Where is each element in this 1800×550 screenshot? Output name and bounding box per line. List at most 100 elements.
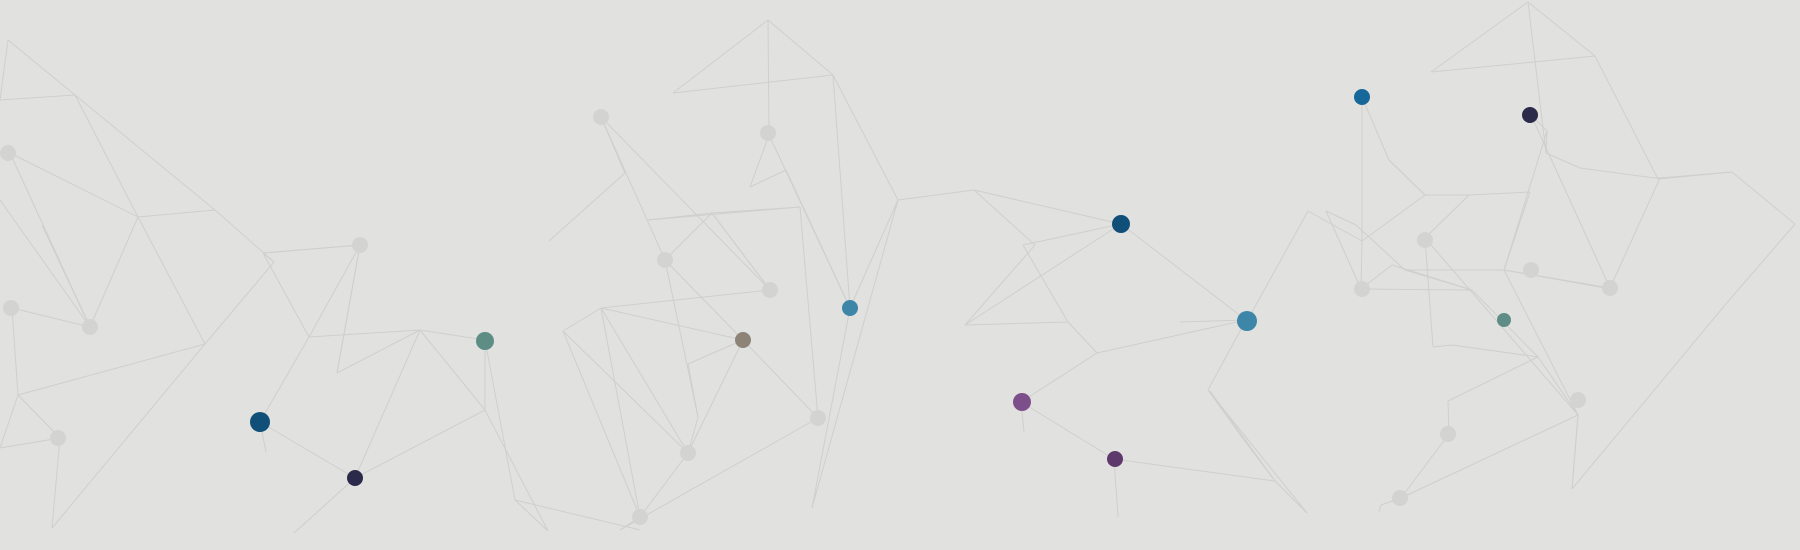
connection-line bbox=[1246, 210, 1309, 322]
connection-line bbox=[799, 206, 819, 419]
connection-line bbox=[711, 206, 801, 214]
connection-line bbox=[74, 94, 139, 218]
colored-node-teal-blue bbox=[842, 300, 858, 316]
connection-line bbox=[832, 74, 851, 309]
gray-node bbox=[1570, 392, 1586, 408]
connection-line bbox=[1503, 130, 1548, 271]
gray-node bbox=[1602, 280, 1618, 296]
connection-line bbox=[1067, 321, 1098, 354]
connection-line bbox=[0, 199, 91, 328]
connection-line bbox=[1424, 237, 1434, 348]
connection-lines bbox=[0, 1, 1796, 534]
connection-line bbox=[562, 330, 689, 454]
connection-line bbox=[484, 339, 516, 501]
connection-line bbox=[672, 19, 769, 94]
connection-line bbox=[1113, 458, 1119, 518]
gray-node bbox=[50, 430, 66, 446]
connection-line bbox=[1503, 191, 1531, 271]
connection-line bbox=[51, 343, 206, 529]
connection-line bbox=[1579, 167, 1656, 179]
colored-node-navy bbox=[1112, 215, 1130, 233]
connection-line bbox=[89, 216, 139, 328]
connection-line bbox=[811, 199, 899, 509]
connection-line bbox=[1503, 269, 1579, 416]
connection-line bbox=[204, 261, 275, 345]
connection-line bbox=[308, 329, 421, 338]
gray-node bbox=[3, 300, 19, 316]
connection-line bbox=[811, 307, 851, 509]
gray-node bbox=[1440, 426, 1456, 442]
connection-line bbox=[1724, 223, 1796, 306]
connection-line bbox=[1361, 96, 1390, 161]
connection-line bbox=[664, 259, 744, 341]
connection-line bbox=[1355, 224, 1406, 271]
connection-line bbox=[0, 94, 76, 101]
connection-line bbox=[687, 339, 744, 454]
connection-line bbox=[1179, 319, 1247, 323]
connection-line bbox=[1120, 223, 1247, 321]
connection-line bbox=[1451, 344, 1539, 358]
connection-line bbox=[600, 307, 641, 518]
connection-line bbox=[1468, 191, 1531, 196]
connection-line bbox=[0, 437, 61, 449]
connection-line bbox=[711, 212, 771, 291]
connection-line bbox=[9, 152, 139, 218]
connection-line bbox=[1530, 114, 1611, 289]
connection-line bbox=[964, 244, 1036, 326]
connection-line bbox=[1325, 210, 1357, 226]
colored-node-blue bbox=[1354, 89, 1370, 105]
connection-line bbox=[51, 437, 61, 529]
colored-node-taupe bbox=[735, 332, 751, 348]
connection-line bbox=[1545, 152, 1581, 169]
gray-node bbox=[657, 252, 673, 268]
connection-line bbox=[74, 94, 216, 211]
connection-line bbox=[1424, 194, 1470, 239]
connection-line bbox=[41, 224, 91, 328]
connection-line bbox=[484, 409, 549, 532]
connection-line bbox=[1096, 319, 1247, 354]
gray-node bbox=[810, 410, 826, 426]
connection-line bbox=[17, 343, 206, 396]
connection-line bbox=[767, 19, 770, 136]
connection-line bbox=[600, 116, 666, 261]
gray-node bbox=[1392, 490, 1408, 506]
colored-node-sage bbox=[476, 332, 494, 350]
connection-line bbox=[1360, 240, 1363, 290]
connection-line bbox=[1571, 304, 1726, 490]
connection-line bbox=[1400, 414, 1579, 499]
connection-line bbox=[259, 336, 310, 423]
gray-node bbox=[762, 282, 778, 298]
connection-line bbox=[336, 329, 421, 374]
connection-line bbox=[1527, 1, 1596, 57]
connection-line bbox=[1207, 389, 1245, 441]
connection-line bbox=[619, 417, 819, 531]
gray-node bbox=[760, 125, 776, 141]
connection-line bbox=[964, 321, 1069, 326]
network-nodes bbox=[0, 89, 1618, 525]
connection-line bbox=[600, 307, 689, 454]
connection-line bbox=[1022, 223, 1122, 246]
connection-line bbox=[562, 307, 602, 332]
connection-line bbox=[1022, 244, 1069, 323]
gray-node bbox=[593, 109, 609, 125]
connection-line bbox=[849, 199, 899, 309]
connection-line bbox=[259, 421, 356, 479]
connection-line bbox=[562, 330, 641, 518]
connection-line bbox=[1400, 433, 1450, 499]
connection-line bbox=[1447, 356, 1539, 402]
colored-node-sage bbox=[1497, 313, 1511, 327]
gray-node bbox=[1417, 232, 1433, 248]
connection-line bbox=[600, 116, 771, 291]
colored-node-dark-purple bbox=[1107, 451, 1123, 467]
connection-line bbox=[973, 189, 1122, 225]
connection-line bbox=[639, 452, 689, 518]
gray-node bbox=[1354, 281, 1370, 297]
gray-node bbox=[82, 319, 98, 335]
connection-line bbox=[1430, 55, 1596, 73]
connection-line bbox=[687, 339, 744, 365]
connection-line bbox=[664, 259, 699, 418]
connection-line bbox=[832, 74, 899, 201]
connection-line bbox=[137, 209, 216, 218]
connection-line bbox=[1274, 480, 1308, 514]
